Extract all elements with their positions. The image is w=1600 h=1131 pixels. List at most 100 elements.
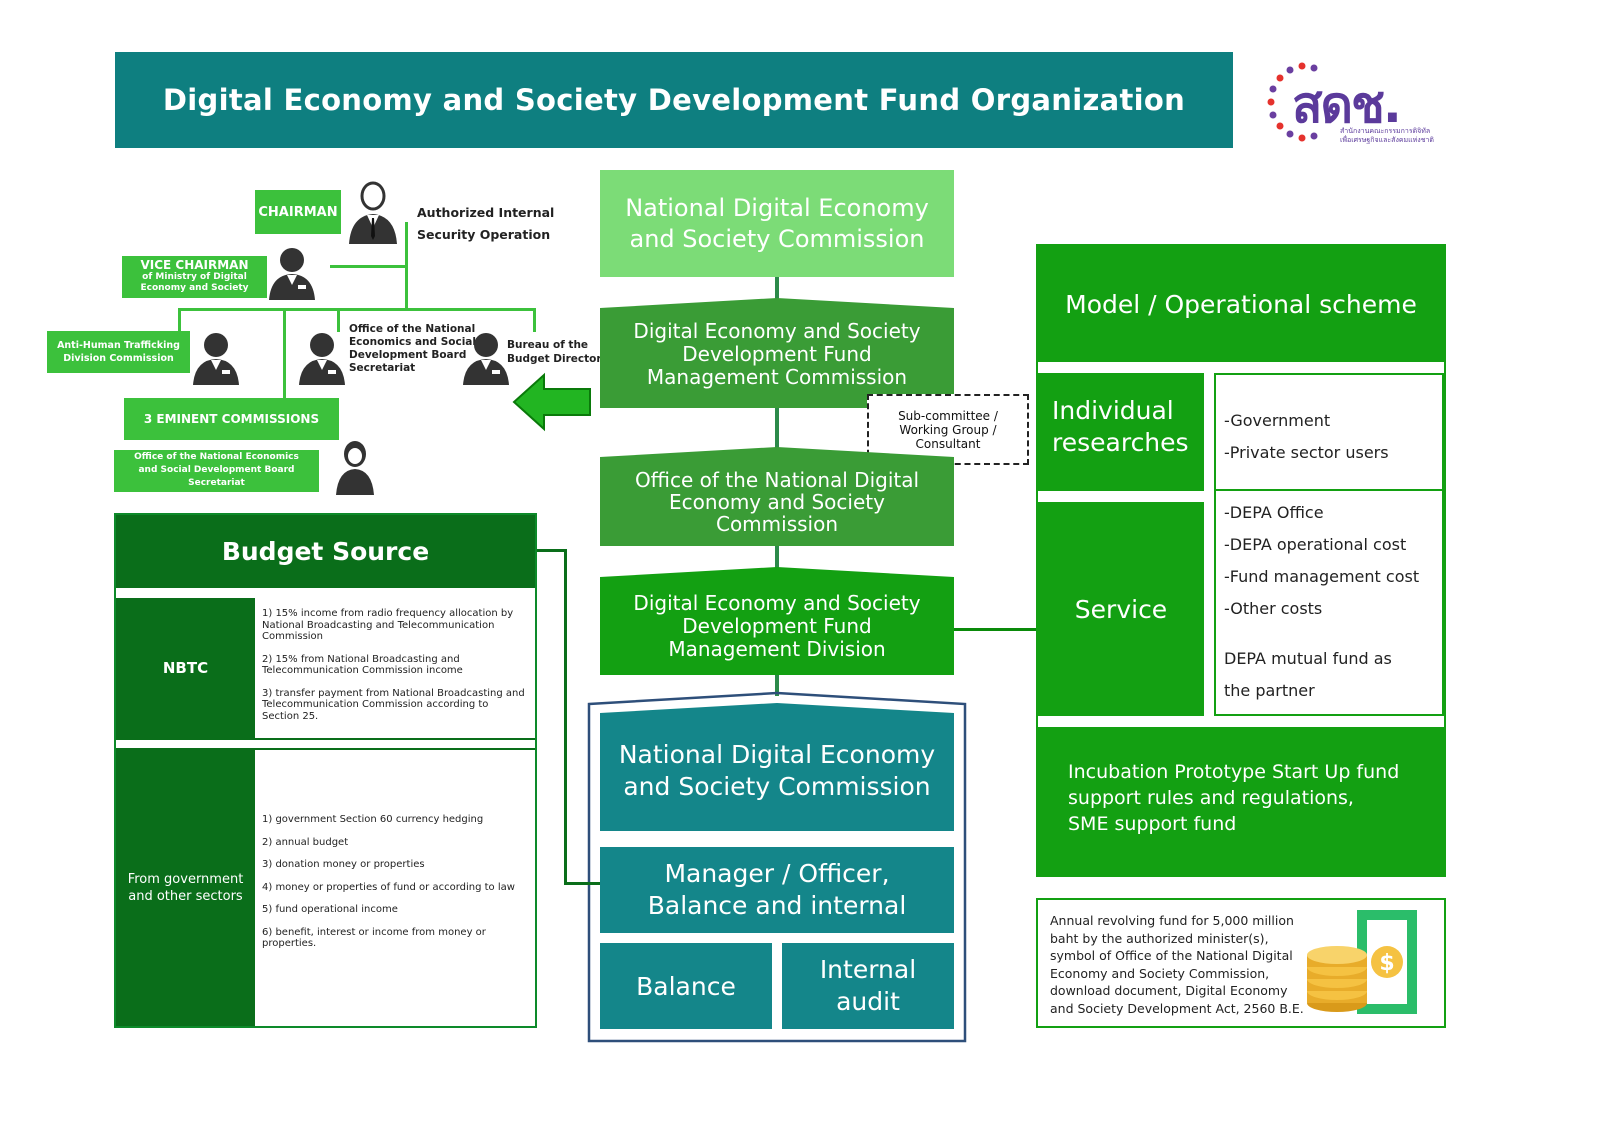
individual-list-box: -Government-Private sector users bbox=[1214, 373, 1444, 491]
subcommittee-line-2: Working Group / bbox=[899, 422, 997, 437]
subcommittee-line-1: Sub-committee / bbox=[898, 408, 998, 423]
annual-line-6: and Society Development Act, 2560 B.E. bbox=[1050, 1000, 1304, 1016]
secretariat-line-2: and Social Development Board bbox=[138, 465, 295, 475]
individual-list: -Government-Private sector users bbox=[1224, 405, 1442, 469]
nbtc-list-item: 1) 15% income from radio frequency alloc… bbox=[262, 608, 514, 642]
money-coins-icon: $ bbox=[1307, 910, 1417, 1014]
balance-text: Balance bbox=[636, 971, 736, 1001]
office-commission-shape bbox=[600, 447, 954, 546]
bureau-line-2: Budget Director bbox=[507, 353, 602, 365]
service-list-item: -DEPA Office bbox=[1224, 503, 1324, 522]
anti-trafficking-label: Anti-Human Trafficking Division Commissi… bbox=[47, 331, 190, 373]
office-nesdb-person-icon bbox=[299, 333, 345, 385]
connector-line bbox=[337, 308, 340, 332]
bureau-line-1: Bureau of the bbox=[507, 339, 589, 351]
budget-row-divider bbox=[116, 738, 535, 740]
gov-label-cell: From government and other sectors bbox=[116, 750, 255, 1026]
office-nesdb-line-1: Office of the National bbox=[349, 323, 476, 335]
annual-line-2: baht by the authorized minister(s), bbox=[1050, 930, 1269, 946]
anti-trafficking-line-1: Anti-Human Trafficking bbox=[57, 340, 180, 351]
service-note: DEPA mutual fund as the partner bbox=[1224, 643, 1442, 707]
connector-line bbox=[533, 308, 536, 332]
fund-mgmt-line-2: Development Fund bbox=[682, 341, 872, 366]
eminent-text: 3 EMINENT COMMISSIONS bbox=[143, 412, 320, 426]
eminent-commissions-label: 3 EMINENT COMMISSIONS bbox=[124, 398, 339, 440]
authorized-line-2: Security Operation bbox=[417, 227, 551, 242]
service-cell: Service bbox=[1038, 502, 1204, 716]
connector-line bbox=[330, 265, 408, 268]
service-list-box: -DEPA Office-DEPA operational cost-Fund … bbox=[1214, 491, 1444, 716]
service-text: Service bbox=[1074, 594, 1168, 624]
annual-fund-text: Annual revolving fund for 5,000 million … bbox=[1050, 912, 1330, 1017]
service-list-item: -Other costs bbox=[1224, 599, 1323, 618]
service-list-item: -Fund management cost bbox=[1224, 567, 1420, 586]
model-header: Model / Operational scheme bbox=[1038, 246, 1444, 362]
logo: สดช. สำนักงานคณะกรรมการดิจิทัล เพื่อเศรษ… bbox=[1262, 58, 1442, 148]
fund-mgmt-line-1: Digital Economy and Society bbox=[633, 318, 921, 343]
vice-chairman-sub-1: of Ministry of Digital bbox=[142, 272, 247, 282]
balance-box: Balance bbox=[600, 943, 772, 1029]
gov-list-item: 1) government Section 60 currency hedgin… bbox=[262, 814, 484, 825]
manager-line-1: Manager / Officer, bbox=[664, 859, 890, 888]
gov-list-item: 2) annual budget bbox=[262, 836, 349, 848]
vice-chairman-sub-2: Economy and Society bbox=[140, 283, 249, 293]
office-nesdb-text: Office of the National Economics and Soc… bbox=[349, 323, 476, 375]
authorized-line-1: Authorized Internal bbox=[417, 205, 555, 220]
chairman-label: CHAIRMAN bbox=[255, 190, 341, 234]
annual-line-5: download document, Digital Economy bbox=[1050, 983, 1288, 998]
connector-line bbox=[178, 308, 535, 311]
subcommittee-line-3: Consultant bbox=[915, 436, 981, 451]
individual-line-1: Individual bbox=[1052, 396, 1174, 425]
budget-connector bbox=[535, 549, 567, 552]
fund-mgmt-line-3: Management Commission bbox=[646, 364, 908, 389]
audit-line-2: audit bbox=[836, 987, 900, 1016]
teal-commission-box: National Digital Economy and Society Com… bbox=[600, 712, 954, 830]
subcommittee-box: Sub-committee / Working Group / Consulta… bbox=[867, 394, 1029, 465]
authorized-security-text: Authorized Internal Security Operation bbox=[417, 202, 554, 246]
budget-connector bbox=[564, 549, 567, 885]
annual-line-1: Annual revolving fund for 5,000 million bbox=[1050, 913, 1294, 928]
fund-division-box: Digital Economy and Society Development … bbox=[600, 582, 954, 670]
national-commission-box: National Digital Economy and Society Com… bbox=[600, 170, 954, 277]
gov-label-line-1: From government bbox=[127, 872, 244, 887]
chairman-person-icon bbox=[349, 181, 397, 244]
chairman-text: CHAIRMAN bbox=[258, 204, 338, 220]
bureau-person-icon bbox=[463, 333, 509, 385]
anti-trafficking-line-2: Division Commission bbox=[63, 353, 174, 364]
fund-division-shape bbox=[600, 567, 954, 675]
budget-row-divider bbox=[116, 748, 535, 750]
service-list: -DEPA Office-DEPA operational cost-Fund … bbox=[1224, 497, 1442, 625]
incubation-line-2: support rules and regulations, bbox=[1068, 787, 1354, 809]
secretariat-label: Office of the National Economics and Soc… bbox=[114, 450, 319, 492]
nbtc-list: 1) 15% income from radio frequency alloc… bbox=[262, 608, 527, 722]
gov-items: 1) government Section 60 currency hedgin… bbox=[262, 814, 527, 961]
division-line-3: Management Division bbox=[668, 636, 886, 661]
gov-list-item: 3) donation money or properties bbox=[262, 859, 425, 870]
model-title: Model / Operational scheme bbox=[1065, 289, 1417, 319]
service-note-line-2: the partner bbox=[1224, 681, 1315, 700]
annual-line-4: Economy and Society Commission, bbox=[1050, 965, 1270, 981]
secretariat-line-3: Secretariat bbox=[188, 478, 245, 488]
teal-commission-line-2: and Society Commission bbox=[623, 772, 931, 801]
individual-list-item: -Private sector users bbox=[1224, 443, 1389, 462]
budget-row-gap bbox=[116, 740, 535, 748]
office-commission-box: Office of the National Digital Economy a… bbox=[600, 460, 954, 544]
gov-list-item: 4) money or properties of fund or accord… bbox=[262, 881, 515, 893]
budget-divider bbox=[116, 588, 535, 598]
bureau-text: Bureau of the Budget Director bbox=[507, 338, 602, 366]
gov-list-item: 6) benefit, interest or income from mone… bbox=[262, 926, 486, 950]
logo-wordmark: สดช. bbox=[1292, 76, 1402, 134]
office-nesdb-line-3: Development Board bbox=[349, 349, 467, 361]
nbtc-label-cell: NBTC bbox=[116, 598, 255, 738]
teal-commission-line-1: National Digital Economy bbox=[618, 740, 936, 769]
gov-list: 1) government Section 60 currency hedgin… bbox=[262, 814, 527, 950]
incubation-line-1: Incubation Prototype Start Up fund bbox=[1068, 761, 1400, 783]
manager-line-2: Balance and internal bbox=[647, 891, 907, 920]
individual-line-2: researches bbox=[1052, 428, 1189, 457]
connector-line bbox=[178, 308, 181, 332]
fund-mgmt-commission-box: Digital Economy and Society Development … bbox=[600, 312, 954, 396]
left-arrow-icon bbox=[512, 372, 591, 432]
model-connector bbox=[954, 628, 1038, 631]
office-line-2: Economy and Society bbox=[669, 490, 885, 514]
gov-list-item: 5) fund operational income bbox=[262, 904, 398, 915]
